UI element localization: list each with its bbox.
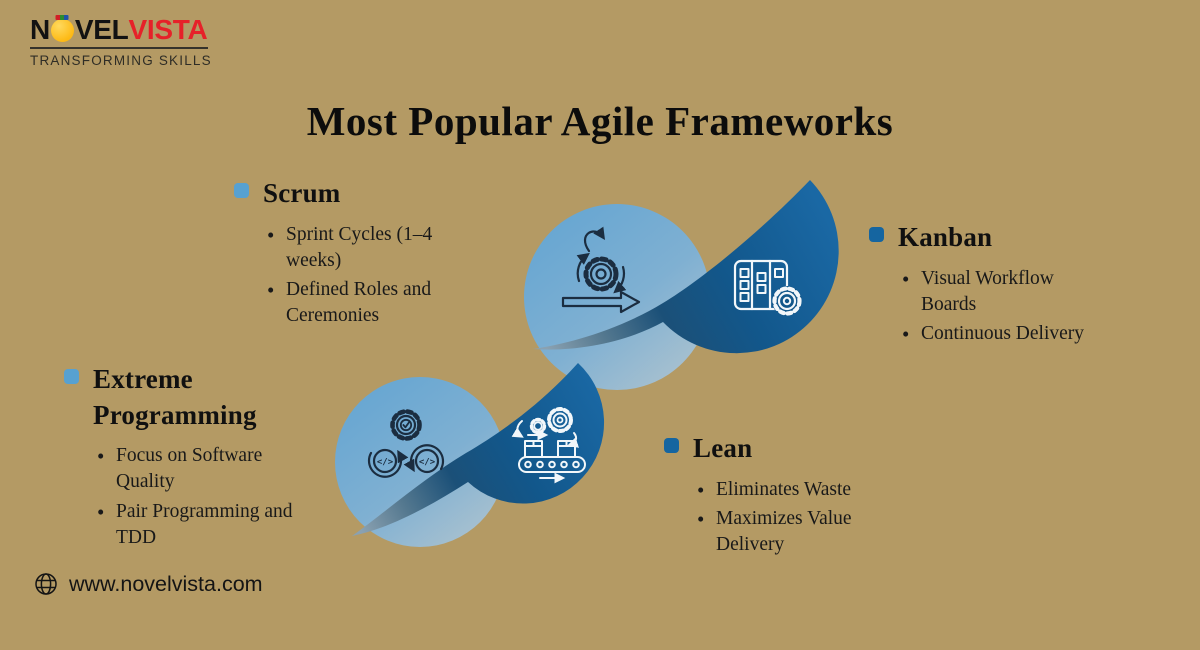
page-title: Most Popular Agile Frameworks — [306, 98, 894, 144]
framework-section-kanban: Kanban Visual Workflow Boards Continuous… — [869, 220, 1103, 349]
sprint-cycle-icon — [561, 226, 641, 314]
brand-text-vista: VISTA — [128, 14, 208, 45]
lean-conveyor-icon — [511, 407, 586, 484]
xp-point: Pair Programming and TDD — [93, 497, 315, 551]
lean-point: Eliminates Waste — [693, 476, 873, 504]
scrum-point: Sprint Cycles (1–4 weeks) — [263, 221, 458, 274]
lean-marker-square — [664, 438, 679, 453]
xp-point: Focus on Software Quality — [93, 442, 315, 495]
kanban-points-list: Visual Workflow Boards Continuous Delive… — [898, 265, 1103, 349]
lean-dark-wave — [352, 363, 605, 536]
scrum-heading: Scrum — [263, 178, 341, 208]
framework-section-scrum: Scrum Sprint Cycles (1–4 weeks) Defined … — [234, 176, 458, 329]
xp-heading: Extreme Programming — [93, 364, 257, 430]
scrum-points-list: Sprint Cycles (1–4 weeks) Defined Roles … — [263, 221, 458, 330]
medal-ribbon-icon — [55, 14, 69, 20]
kanban-point: Continuous Delivery — [898, 320, 1103, 348]
brand-text-n: N — [30, 14, 50, 45]
svg-text:</>: </> — [419, 458, 436, 468]
globe-icon — [35, 573, 57, 595]
framework-section-lean: Lean Eliminates Waste Maximizes Value De… — [664, 431, 873, 558]
framework-section-extreme-programming: Extreme Programming Focus on Software Qu… — [64, 362, 315, 551]
brand-text-vel: VEL — [74, 14, 129, 45]
brand-tagline: TRANSFORMING SKILLS — [30, 53, 212, 68]
medal-o-icon — [50, 14, 74, 42]
lean-point: Maximizes Value Delivery — [693, 505, 873, 558]
kanban-heading: Kanban — [898, 222, 993, 252]
lean-points-list: Eliminates Waste Maximizes Value Deliver… — [693, 476, 873, 558]
lean-heading: Lean — [693, 433, 753, 463]
kanban-board-icon — [733, 259, 802, 316]
scrum-point: Defined Roles and Ceremonies — [263, 276, 458, 329]
logo-divider — [30, 47, 208, 49]
xp-light-circle — [335, 377, 505, 547]
pair-programming-icon: </> </> — [367, 409, 445, 478]
footer: www.novelvista.com — [33, 571, 263, 597]
xp-points-list: Focus on Software Quality Pair Programmi… — [93, 442, 315, 551]
kanban-point: Visual Workflow Boards — [898, 265, 1103, 318]
footer-website: www.novelvista.com — [69, 571, 263, 596]
scrum-marker-square — [234, 183, 249, 198]
xp-marker-square — [64, 369, 79, 384]
svg-text:</>: </> — [377, 458, 394, 468]
kanban-marker-square — [869, 227, 884, 242]
